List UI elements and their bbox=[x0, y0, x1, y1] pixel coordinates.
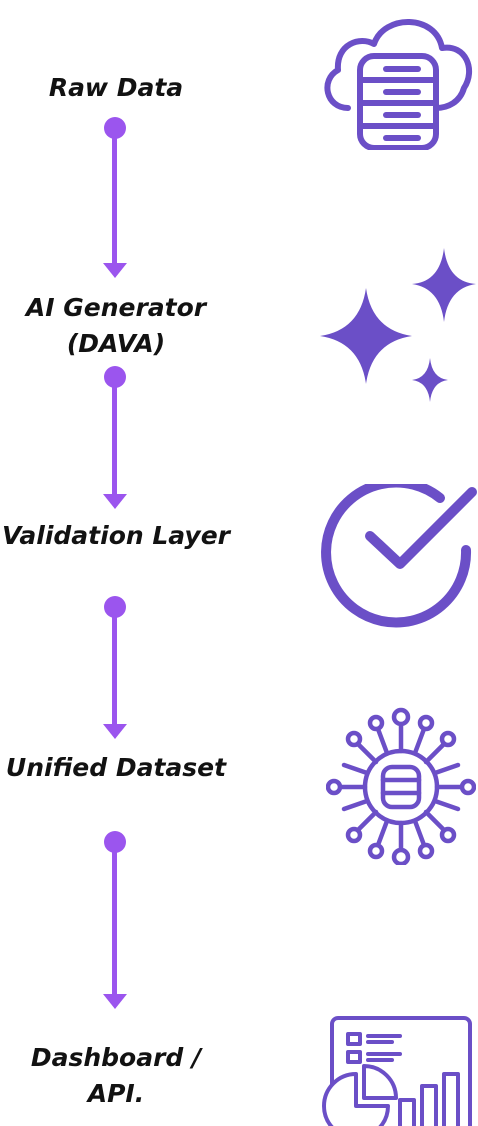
database-network-icon bbox=[326, 705, 476, 865]
step-label-validation-layer: Validation Layer bbox=[2, 521, 230, 550]
step-label-dashboard-api: Dashboard / API. bbox=[30, 1043, 202, 1108]
step-label-ai-generator: AI Generator (DAVA) bbox=[25, 293, 207, 358]
check-circle-icon bbox=[318, 484, 478, 634]
connector-arrowhead bbox=[103, 724, 127, 739]
connector-start-dot bbox=[104, 117, 126, 139]
step-label-raw-data: Raw Data bbox=[48, 73, 184, 102]
connector-arrowhead bbox=[103, 494, 127, 509]
cloud-database-icon bbox=[318, 8, 478, 150]
connector-line bbox=[112, 380, 117, 495]
dashboard-icon bbox=[318, 1014, 478, 1126]
connector-start-dot bbox=[104, 596, 126, 618]
step-label-unified-dataset: Unified Dataset bbox=[5, 753, 227, 782]
connector-line bbox=[112, 845, 117, 995]
connector-line bbox=[112, 610, 117, 725]
connector-start-dot bbox=[104, 831, 126, 853]
connector-arrowhead bbox=[103, 994, 127, 1009]
connector-arrowhead bbox=[103, 263, 127, 278]
connector-line bbox=[112, 130, 117, 264]
sparkles-icon bbox=[318, 246, 478, 406]
connector-start-dot bbox=[104, 366, 126, 388]
